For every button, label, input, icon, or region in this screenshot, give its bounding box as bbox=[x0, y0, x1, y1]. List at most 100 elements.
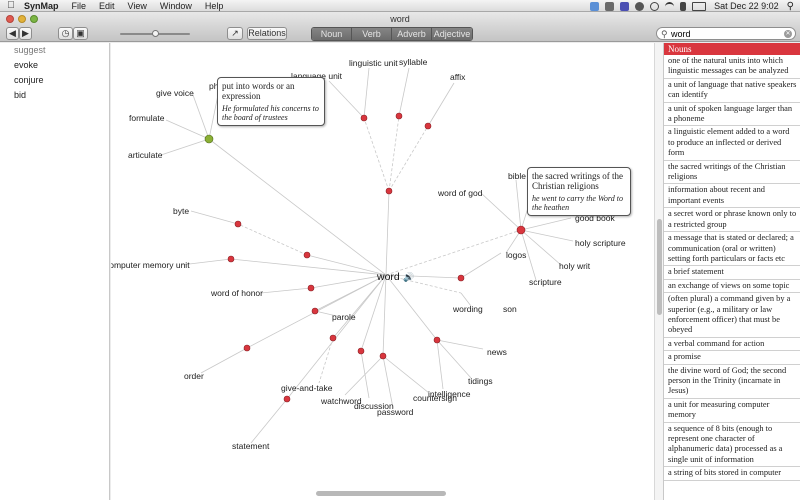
definition-item[interactable]: a secret word or phrase known only to a … bbox=[664, 208, 800, 233]
volume-icon[interactable] bbox=[680, 1, 687, 11]
zoom-window-icon[interactable] bbox=[30, 15, 38, 23]
graph-node[interactable] bbox=[379, 352, 387, 360]
graph-label[interactable]: articulate bbox=[128, 150, 163, 160]
graph-label[interactable]: countersign bbox=[413, 393, 457, 403]
tab-noun[interactable]: Noun bbox=[312, 28, 352, 40]
graph-node[interactable] bbox=[360, 114, 368, 122]
graph-label[interactable]: scripture bbox=[529, 277, 562, 287]
sidebar-item-conjure[interactable]: conjure bbox=[14, 75, 44, 85]
graph-node[interactable] bbox=[303, 251, 311, 259]
menu-help[interactable]: Help bbox=[204, 0, 224, 11]
share-button[interactable]: ↗ bbox=[227, 27, 243, 40]
menu-clock[interactable]: Sat Dec 22 9:02 bbox=[714, 1, 779, 11]
graph-node[interactable] bbox=[395, 112, 403, 120]
app-icon[interactable] bbox=[620, 1, 630, 11]
dropbox-icon[interactable] bbox=[590, 1, 600, 11]
definition-item[interactable]: a brief statement bbox=[664, 266, 800, 280]
graph-label[interactable]: statement bbox=[232, 441, 270, 451]
timemachine-icon[interactable] bbox=[650, 1, 660, 11]
speaker-icon[interactable]: 🔊 bbox=[403, 271, 414, 283]
definition-item[interactable]: a unit of language that native speakers … bbox=[664, 79, 800, 103]
graph-label[interactable]: word of god bbox=[437, 188, 483, 198]
center-word-label[interactable]: word bbox=[376, 271, 400, 283]
menu-view[interactable]: View bbox=[127, 0, 147, 11]
graph-node[interactable] bbox=[433, 336, 441, 344]
graph-label[interactable]: bible bbox=[508, 171, 526, 181]
graph-node[interactable] bbox=[357, 347, 365, 355]
relations-button[interactable]: Relations bbox=[247, 27, 287, 40]
graph-node[interactable] bbox=[227, 255, 235, 263]
graph-label[interactable]: order bbox=[184, 371, 204, 381]
twitter-icon[interactable] bbox=[635, 1, 645, 11]
graph-node[interactable] bbox=[457, 274, 465, 282]
graph-label[interactable]: discussion bbox=[354, 401, 394, 411]
graph-vertical-scrollbar[interactable] bbox=[654, 43, 663, 500]
evernote-icon[interactable] bbox=[605, 1, 615, 11]
definition-item[interactable]: a unit for measuring computer memory bbox=[664, 399, 800, 423]
zoom-slider-knob[interactable] bbox=[152, 30, 159, 37]
graph-label[interactable]: computer memory unit bbox=[111, 260, 190, 270]
definition-item[interactable]: a message that is stated or declared; a … bbox=[664, 232, 800, 267]
menu-window[interactable]: Window bbox=[159, 0, 192, 11]
graph-label[interactable]: holy writ bbox=[559, 261, 591, 271]
graph-label[interactable]: holy scripture bbox=[575, 238, 626, 248]
graph-node[interactable] bbox=[311, 307, 319, 315]
graph-label[interactable]: byte bbox=[173, 206, 189, 216]
graph-label[interactable]: ph bbox=[209, 81, 219, 91]
definition-item[interactable]: an exchange of views on some topic bbox=[664, 280, 800, 294]
tab-adverb[interactable]: Adverb bbox=[392, 28, 432, 40]
graph-node[interactable] bbox=[516, 225, 526, 235]
graph-label[interactable]: linguistic unit bbox=[349, 58, 398, 68]
definition-item[interactable]: the divine word of God; the second perso… bbox=[664, 365, 800, 399]
graph-label[interactable]: wording bbox=[452, 304, 483, 314]
graph-label[interactable]: formulate bbox=[129, 113, 165, 123]
tab-adjective[interactable]: Adjective bbox=[432, 28, 472, 40]
graph-label[interactable]: affix bbox=[450, 72, 466, 82]
graph-label[interactable]: syllable bbox=[399, 57, 428, 67]
graph-node[interactable] bbox=[243, 344, 251, 352]
definition-item[interactable]: information about recent and important e… bbox=[664, 184, 800, 209]
graph-label[interactable]: good book bbox=[575, 213, 615, 223]
graph-label[interactable]: parole bbox=[332, 312, 356, 322]
clear-search-icon[interactable]: ✕ bbox=[784, 30, 792, 38]
graph-node[interactable] bbox=[424, 122, 432, 130]
menu-file[interactable]: File bbox=[71, 0, 87, 11]
minimize-window-icon[interactable] bbox=[18, 15, 26, 23]
definition-item[interactable]: the sacred writings of the Christian rel… bbox=[664, 161, 800, 185]
back-button[interactable]: ◀ bbox=[6, 27, 19, 40]
graph-label[interactable]: logos bbox=[506, 250, 526, 260]
definition-item[interactable]: a promise bbox=[664, 351, 800, 365]
graph-node[interactable] bbox=[329, 334, 337, 342]
graph-label[interactable]: intelligence bbox=[428, 389, 471, 399]
sidebar-item-evoke[interactable]: evoke bbox=[14, 60, 39, 70]
wifi-icon[interactable] bbox=[665, 1, 675, 11]
close-window-icon[interactable] bbox=[6, 15, 14, 23]
graph-label[interactable]: news bbox=[487, 347, 507, 357]
definition-item[interactable]: one of the natural units into which ling… bbox=[664, 55, 800, 79]
search-input[interactable] bbox=[671, 28, 783, 39]
graph-node[interactable] bbox=[385, 187, 393, 195]
graph-label[interactable]: son bbox=[503, 304, 517, 314]
book-view-button[interactable]: ▣ bbox=[73, 27, 88, 40]
definition-item[interactable]: a unit of spoken language larger than a … bbox=[664, 103, 800, 127]
menu-app-name[interactable]: SynMap bbox=[24, 0, 59, 11]
graph-label[interactable]: give-and-take bbox=[281, 383, 333, 393]
synonym-graph[interactable]: linguistic unit syllable affix language … bbox=[111, 43, 654, 500]
definition-item[interactable]: (often plural) a command given by a supe… bbox=[664, 293, 800, 338]
graph-label[interactable]: language unit bbox=[291, 71, 343, 81]
battery-icon[interactable] bbox=[692, 1, 707, 11]
scrollbar-thumb[interactable] bbox=[657, 219, 662, 315]
graph-label[interactable]: word of honor bbox=[210, 288, 263, 298]
history-button[interactable]: ◷ bbox=[58, 27, 73, 40]
horizontal-scrollbar[interactable] bbox=[316, 491, 446, 496]
menu-edit[interactable]: Edit bbox=[99, 0, 115, 11]
sidebar-item-suggest[interactable]: suggest bbox=[14, 45, 46, 55]
graph-label[interactable]: give voice bbox=[156, 88, 194, 98]
graph-node[interactable] bbox=[307, 284, 315, 292]
spotlight-icon[interactable]: ⚲ bbox=[786, 0, 794, 12]
definition-item[interactable]: a verbal command for action bbox=[664, 338, 800, 352]
definition-item[interactable]: a sequence of 8 bits (enough to represen… bbox=[664, 423, 800, 468]
graph-label[interactable]: password bbox=[377, 407, 414, 417]
graph-node[interactable] bbox=[283, 395, 291, 403]
graph-node-selected[interactable] bbox=[204, 134, 214, 144]
